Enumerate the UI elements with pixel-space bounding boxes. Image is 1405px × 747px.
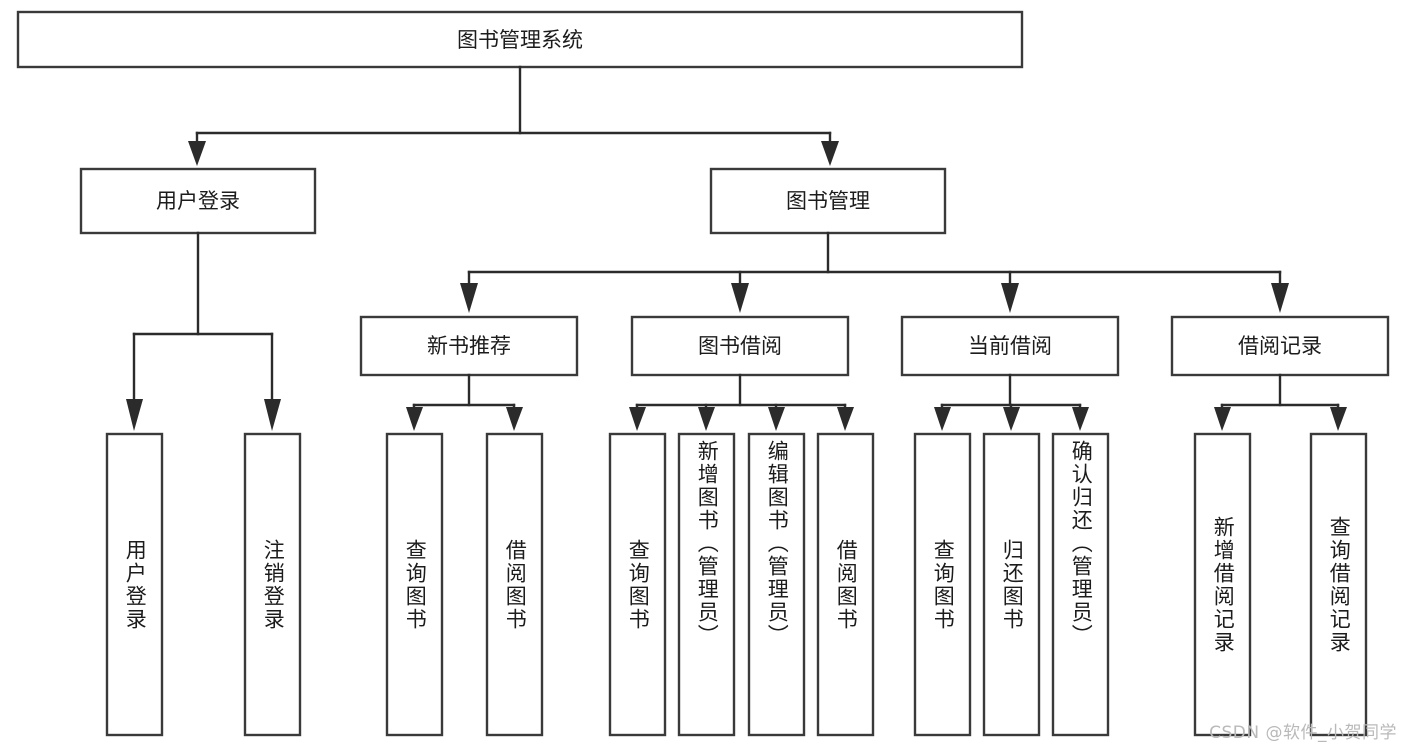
node-new-book-recommend-label: 新书推荐 (427, 334, 511, 358)
arrowhead-borrow-record (1271, 283, 1289, 313)
csdn-watermark: CSDN @软件_小贺同学 (1209, 723, 1397, 743)
leaf-user-login-1[interactable] (105, 432, 164, 737)
leaf-user-login-2[interactable] (243, 432, 302, 737)
leaf-record-1[interactable] (1193, 432, 1252, 737)
arrowhead-current-leaf-2 (1003, 407, 1020, 431)
arrowhead-current-leaf-3 (1072, 407, 1089, 431)
arrowhead-to-book-mgmt (821, 141, 839, 166)
node-book-management[interactable] (709, 167, 947, 235)
leaf-recommend-1[interactable] (385, 432, 444, 737)
leaf-current-3[interactable] (1051, 432, 1110, 737)
arrowhead-recommend-leaf-1 (406, 407, 423, 431)
arrowhead-record-leaf-2 (1330, 407, 1347, 431)
arrowhead-book-borrow (731, 283, 749, 313)
node-user-login-label: 用户登录 (156, 189, 240, 213)
node-new-book-recommend[interactable] (359, 315, 579, 377)
arrowhead-current-leaf-1 (934, 407, 951, 431)
node-root-label: 图书管理系统 (457, 28, 583, 52)
leaf-borrow-3[interactable] (747, 432, 806, 737)
leaf-borrow-4[interactable] (816, 432, 875, 737)
arrowhead-current-borrow (1001, 283, 1019, 313)
arrowhead-new-book-recommend (460, 283, 478, 313)
leaf-record-2[interactable] (1309, 432, 1368, 737)
arrowhead-borrow-leaf-3 (768, 407, 785, 431)
node-current-borrow-label: 当前借阅 (968, 334, 1052, 358)
leaf-current-1[interactable] (913, 432, 972, 737)
arrowhead-to-user-login (188, 141, 206, 166)
node-borrow-record-label: 借阅记录 (1238, 334, 1322, 358)
leaf-recommend-2[interactable] (485, 432, 544, 737)
leaf-current-2[interactable] (982, 432, 1041, 737)
leaf-borrow-2[interactable] (677, 432, 736, 737)
arrowhead-borrow-leaf-2 (698, 407, 715, 431)
leaf-borrow-1[interactable] (608, 432, 667, 737)
arrowhead-user-leaf-1 (126, 399, 143, 431)
node-root[interactable] (16, 10, 1024, 69)
node-current-borrow[interactable] (900, 315, 1120, 377)
arrowhead-borrow-leaf-4 (837, 407, 854, 431)
node-book-borrow-label: 图书借阅 (698, 334, 782, 358)
node-book-management-label: 图书管理 (786, 189, 870, 213)
node-book-borrow[interactable] (630, 315, 850, 377)
arrowhead-borrow-leaf-1 (629, 407, 646, 431)
arrowhead-user-leaf-2 (264, 399, 281, 431)
node-borrow-record[interactable] (1170, 315, 1390, 377)
arrowhead-record-leaf-1 (1214, 407, 1231, 431)
arrowhead-recommend-leaf-2 (506, 407, 523, 431)
